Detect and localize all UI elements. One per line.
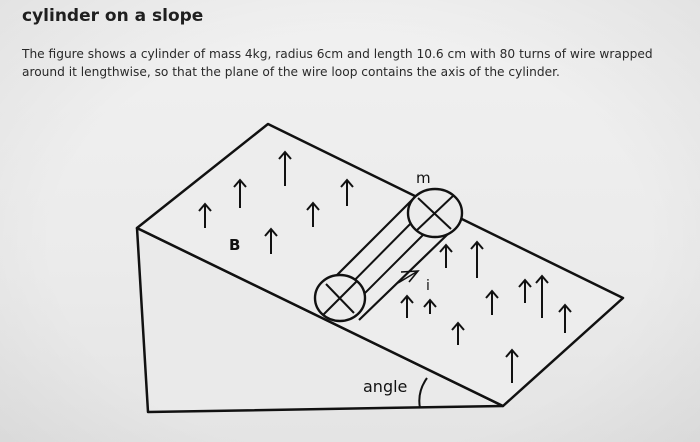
field-arrow	[518, 278, 532, 303]
current-label: i	[426, 278, 430, 294]
field-arrow	[278, 150, 292, 186]
field-arrow	[340, 178, 354, 206]
cylinder	[313, 187, 464, 323]
field-arrow	[485, 289, 499, 315]
question-title: cylinder on a slope	[22, 6, 204, 26]
field-arrow	[535, 274, 549, 318]
field-arrow	[264, 227, 278, 254]
mass-label: m	[416, 169, 431, 187]
field-arrow	[306, 201, 320, 227]
field-arrow	[439, 243, 453, 268]
field-arrow	[505, 348, 519, 383]
field-arrow	[198, 202, 212, 228]
angle-arc	[418, 377, 428, 409]
field-arrow	[451, 321, 465, 345]
question-text: The figure shows a cylinder of mass 4kg,…	[22, 47, 653, 79]
field-arrow	[400, 294, 414, 318]
field-arrow	[423, 298, 437, 314]
field-arrows	[198, 150, 572, 383]
field-arrow	[233, 178, 247, 208]
field-arrow	[558, 303, 572, 333]
field-arrow	[470, 240, 484, 278]
incline-top-face	[135, 122, 625, 408]
field-label: B	[229, 236, 240, 254]
angle-label: angle	[363, 377, 407, 396]
